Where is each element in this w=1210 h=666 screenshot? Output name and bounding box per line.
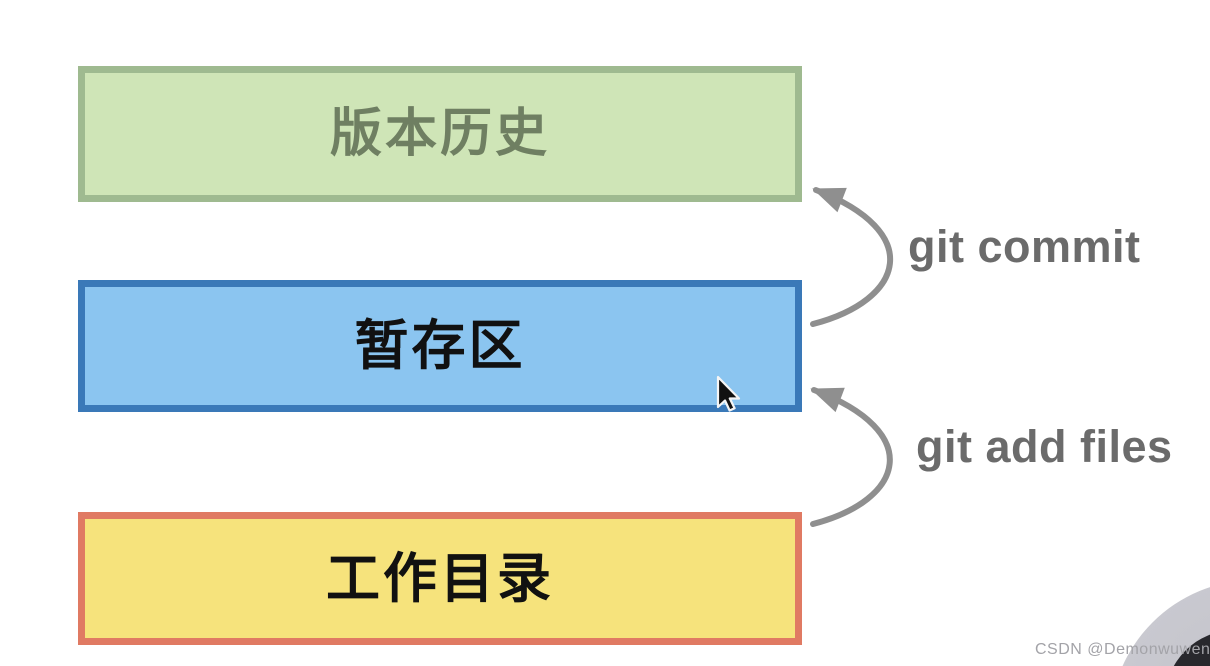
csdn-watermark: CSDN @Demonwuwen: [1035, 641, 1210, 658]
box-version-history: 版本历史: [78, 66, 802, 202]
box-working-directory-label: 工作目录: [326, 548, 554, 609]
mouse-cursor-icon: [716, 375, 741, 412]
git-commit-arrow: [810, 187, 894, 327]
box-version-history-label: 版本历史: [329, 105, 550, 163]
box-staging-area: 暂存区: [78, 280, 802, 412]
box-working-directory: 工作目录: [78, 512, 802, 645]
git-commit-label: git commit: [908, 221, 1141, 272]
box-staging-area-label: 暂存区: [354, 316, 526, 376]
git-add-files-arrow: [810, 387, 893, 527]
git-add-files-label: git add files: [916, 421, 1173, 472]
